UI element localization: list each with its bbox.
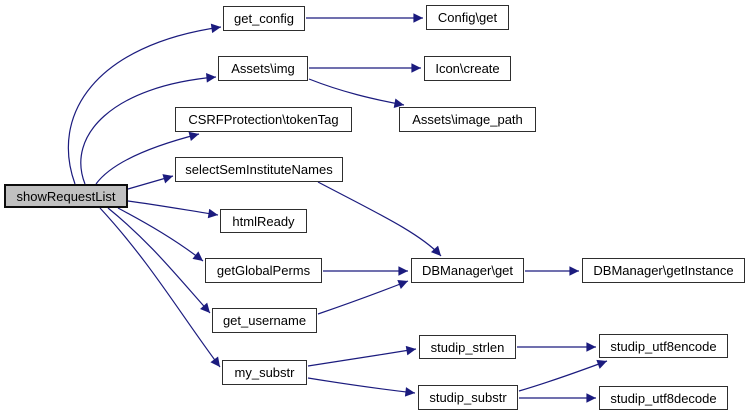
edge-show_request_list-to-get_config xyxy=(67,23,222,185)
graph-node-studip_substr[interactable]: studip_substr xyxy=(418,385,518,410)
edge-show_request_list-to-csrf_tokentag xyxy=(95,131,200,185)
graph-node-show_request_list: showRequestList xyxy=(4,184,128,208)
graph-node-studip_utf8encode[interactable]: studip_utf8encode xyxy=(599,334,728,358)
edge-show_request_list-to-select_sem xyxy=(127,174,174,190)
graph-node-label: getGlobalPerms xyxy=(216,263,311,278)
graph-node-label: DBManager\get xyxy=(421,263,514,278)
graph-node-label: studip_utf8encode xyxy=(610,338,717,354)
graph-node-assets_img[interactable]: Assets\img xyxy=(218,56,308,81)
graph-node-label: studip_strlen xyxy=(430,339,505,355)
graph-node-label: CSRFProtection\tokenTag xyxy=(188,112,339,127)
edge-show_request_list-to-getglobalperms xyxy=(117,207,204,262)
edge-show_request_list-to-htmlready xyxy=(127,200,219,219)
graph-node-dbm_get[interactable]: DBManager\get xyxy=(411,258,524,283)
graph-node-my_substr[interactable]: my_substr xyxy=(222,360,307,385)
edge-show_request_list-to-my_substr xyxy=(99,207,221,368)
graph-node-studip_strlen[interactable]: studip_strlen xyxy=(419,335,516,359)
graph-node-label: htmlReady xyxy=(232,213,295,229)
graph-node-assets_image_path[interactable]: Assets\image_path xyxy=(399,107,536,132)
graph-node-label: Config\get xyxy=(437,10,498,25)
graph-node-label: get_username xyxy=(222,313,307,328)
edge-studip_substr-to-studip_utf8encode xyxy=(518,359,608,392)
graph-node-csrf_tokentag[interactable]: CSRFProtection\tokenTag xyxy=(175,107,352,132)
graph-node-studip_utf8decode[interactable]: studip_utf8decode xyxy=(599,386,728,410)
graph-node-label: Icon\create xyxy=(435,61,500,76)
edge-show_request_list-to-assets_img xyxy=(80,73,217,185)
graph-node-getglobalperms[interactable]: getGlobalPerms xyxy=(205,258,322,283)
graph-node-label: showRequestList xyxy=(16,188,116,204)
graph-node-label: DBManager\getInstance xyxy=(593,263,734,278)
edge-get_username-to-dbm_get xyxy=(317,280,409,315)
graph-node-label: get_config xyxy=(234,11,294,26)
graph-node-config_get[interactable]: Config\get xyxy=(426,5,509,30)
graph-node-label: studip_substr xyxy=(429,390,507,405)
graph-node-get_username[interactable]: get_username xyxy=(212,308,317,333)
graph-node-label: Assets\img xyxy=(231,61,295,76)
graph-node-icon_create[interactable]: Icon\create xyxy=(424,56,511,81)
graph-node-label: my_substr xyxy=(234,365,295,380)
edge-my_substr-to-studip_strlen xyxy=(307,345,417,367)
graph-node-label: studip_utf8decode xyxy=(610,390,717,406)
graph-node-label: Assets\image_path xyxy=(412,112,523,127)
edge-select_sem-to-dbm_get xyxy=(317,181,442,257)
graph-node-label: selectSemInstituteNames xyxy=(185,162,333,177)
edge-assets_img-to-assets_image_path xyxy=(308,78,405,108)
edge-show_request_list-to-get_username xyxy=(107,207,211,314)
graph-node-select_sem[interactable]: selectSemInstituteNames xyxy=(175,157,343,182)
graph-node-htmlready[interactable]: htmlReady xyxy=(220,209,307,233)
edge-my_substr-to-studip_substr xyxy=(307,377,416,397)
graph-node-dbm_getinstance[interactable]: DBManager\getInstance xyxy=(582,258,745,283)
graph-node-get_config[interactable]: get_config xyxy=(223,6,305,31)
